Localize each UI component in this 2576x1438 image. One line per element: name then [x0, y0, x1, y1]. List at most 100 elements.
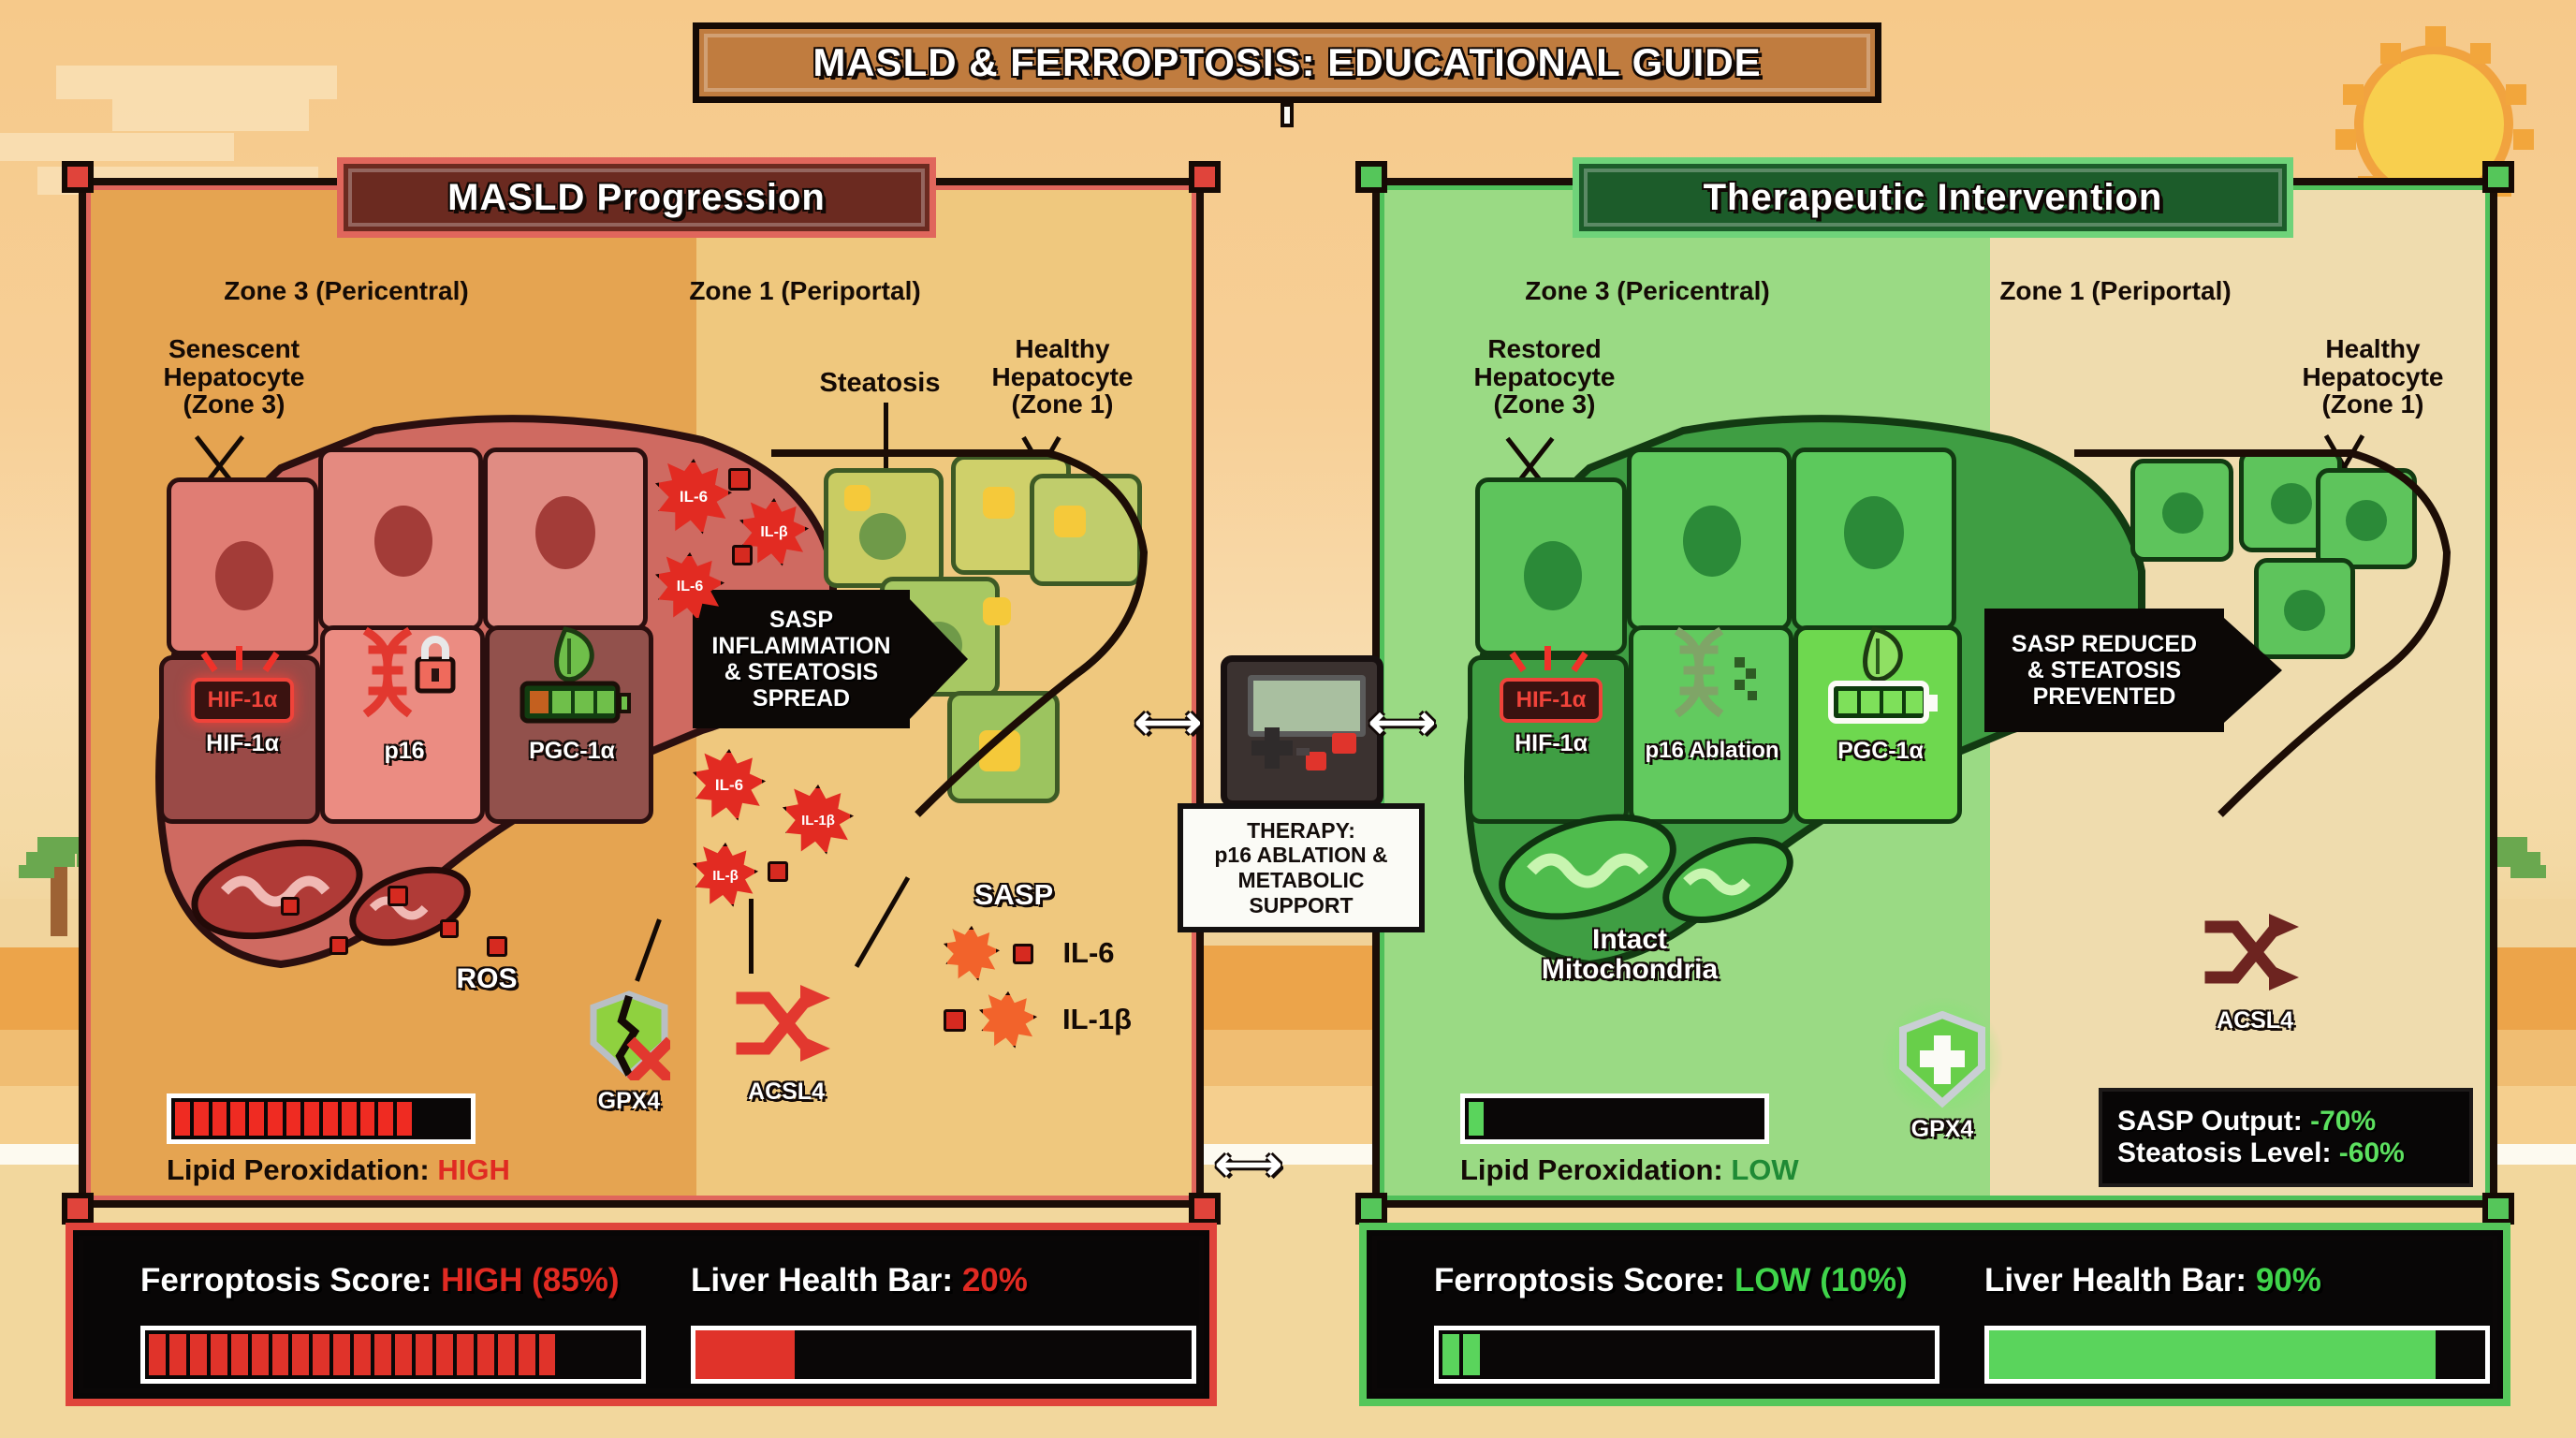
bar-segment	[1730, 1334, 1747, 1375]
left-flow-arrow: ⟷	[1134, 696, 1202, 748]
ferroptosis-label: Ferroptosis Score:	[1434, 1262, 1726, 1299]
bar-segment	[579, 1334, 596, 1375]
bar-segment	[168, 1334, 186, 1375]
left-enzyme-acsl4: ACSL4	[721, 977, 852, 1106]
bar-segment	[1690, 1102, 1705, 1136]
device-select-icon[interactable]	[1296, 748, 1310, 756]
arrow-line: SASP	[768, 607, 834, 633]
health-label: Liver Health Bar:	[1984, 1262, 2247, 1299]
callout-line: Senescent	[168, 334, 300, 363]
device-screen	[1248, 675, 1366, 737]
il1b-burst-icon	[979, 990, 1037, 1049]
sasp-legend-row: IL-1β	[944, 990, 1168, 1049]
bar-segment	[1566, 1334, 1583, 1375]
cytokine-label: IL-1β	[801, 812, 835, 829]
bar-segment	[1812, 1334, 1829, 1375]
cell-nucleus	[1524, 541, 1582, 610]
cell-nucleus	[535, 496, 595, 569]
callout-line: (Zone 3)	[183, 389, 285, 419]
lipid-segments	[175, 1102, 467, 1136]
bar-segment	[175, 1102, 190, 1136]
bar-segment	[1792, 1334, 1808, 1375]
left-senescent-callout: Senescent Hepatocyte (Zone 3)	[122, 335, 346, 418]
alert-burst-icon	[178, 644, 307, 678]
sasp-legend-label: IL-1β	[1061, 1003, 1133, 1036]
bar-segment	[1914, 1334, 1931, 1375]
bar-segment	[1728, 1102, 1743, 1136]
bar-segment	[304, 1102, 319, 1136]
dpad-icon[interactable]	[1265, 727, 1280, 769]
corner-bolt	[1189, 1193, 1221, 1225]
status-inner-border	[1372, 1236, 2497, 1393]
stats-row: SASP Output: -70%	[2117, 1106, 2454, 1137]
note-line: THERAPY:	[1247, 817, 1355, 843]
bar-segment	[1617, 1102, 1632, 1136]
senescent-cell	[318, 448, 483, 631]
left-sasp-arrow: SASP INFLAMMATION & STEATOSIS SPREAD	[693, 590, 968, 728]
left-ferroptosis-bar	[140, 1326, 646, 1384]
health-fill	[1989, 1330, 2436, 1379]
corner-bolt	[2482, 161, 2514, 193]
cytokine-label: IL-β	[712, 867, 739, 884]
bar-segment	[251, 1334, 269, 1375]
cell-nucleus	[2346, 500, 2387, 541]
right-flow-arrow: ⟷	[1368, 696, 1436, 748]
leaf-battery-icon	[511, 625, 633, 730]
stats-value: -60%	[2338, 1137, 2405, 1168]
il1b-particle-icon	[944, 1008, 966, 1032]
bar-segment	[1894, 1334, 1910, 1375]
page-title: MASLD & FERROPTOSIS: EDUCATIONAL GUIDE	[693, 22, 1881, 103]
left-healthy-callout: Healthy Hepatocyte (Zone 1)	[955, 335, 1170, 418]
marker-label: HIF-1α	[206, 730, 279, 756]
bar-segment	[210, 1334, 227, 1375]
ferroptosis-value: HIGH (85%)	[440, 1262, 620, 1299]
left-ros-label: ROS	[456, 963, 518, 994]
mito-line: Intact	[1591, 924, 1667, 955]
page-title-text: MASLD & FERROPTOSIS: EDUCATIONAL GUIDE	[812, 40, 1762, 84]
bar-segment	[600, 1334, 617, 1375]
right-health-bar	[1984, 1326, 2490, 1384]
bar-segment	[1606, 1334, 1623, 1375]
left-health-bar	[691, 1326, 1196, 1384]
stats-row: Steatosis Level: -60%	[2117, 1137, 2454, 1169]
stats-label: SASP Output:	[2117, 1106, 2303, 1137]
bar-segment	[518, 1334, 535, 1375]
title-inset-border	[704, 34, 1870, 92]
bar-segment	[1504, 1334, 1521, 1375]
bar-segment	[435, 1334, 453, 1375]
bar-segment	[1635, 1102, 1650, 1136]
left-zone3-label: Zone 3 (Pericentral)	[224, 276, 469, 305]
bar-segment	[333, 1334, 351, 1375]
right-restored-callout: Restored Hepatocyte (Zone 3)	[1432, 335, 1657, 418]
left-panel-title: MASLD Progression	[337, 157, 936, 238]
lipid-droplet	[983, 597, 1011, 625]
alert-burst-icon	[1486, 644, 1616, 678]
health-label: Liver Health Bar:	[691, 1262, 954, 1299]
arrow-line: SPREAD	[752, 685, 851, 712]
arrow-line: & STEATOSIS	[2027, 657, 2182, 683]
health-fill	[695, 1330, 795, 1379]
therapy-note: THERAPY: p16 ABLATION & METABOLIC SUPPOR…	[1178, 803, 1425, 932]
note-line: p16 ABLATION &	[1214, 843, 1388, 868]
device-button-b[interactable]	[1306, 752, 1326, 770]
enzyme-label: ACSL4	[748, 1078, 825, 1105]
cell-nucleus	[1683, 506, 1741, 577]
device-button-a[interactable]	[1332, 733, 1356, 754]
bar-segment	[434, 1102, 449, 1136]
cell-nucleus	[374, 506, 432, 577]
ros-particle	[440, 919, 459, 938]
right-panel-title: Therapeutic Intervention	[1573, 157, 2293, 238]
cytokine-label: IL-6	[676, 579, 704, 594]
right-healthy-callout: Healthy Hepatocyte (Zone 1)	[2265, 335, 2481, 418]
bar-segment	[497, 1334, 515, 1375]
bar-segment	[452, 1102, 467, 1136]
arrow-line: INFLAMMATION	[711, 633, 891, 659]
right-zone3-label: Zone 3 (Pericentral)	[1525, 276, 1770, 305]
corner-bolt	[62, 161, 94, 193]
arrow-line: SASP REDUCED	[2011, 631, 2198, 657]
right-enzyme-gpx4: GPX4	[1877, 992, 2008, 1143]
therapy-device[interactable]	[1221, 655, 1383, 807]
callout-line: Hepatocyte	[1473, 361, 1616, 391]
bar-segment	[1709, 1334, 1726, 1375]
right-marker-hif1a: HIF-1α HIF-1α	[1486, 644, 1616, 757]
